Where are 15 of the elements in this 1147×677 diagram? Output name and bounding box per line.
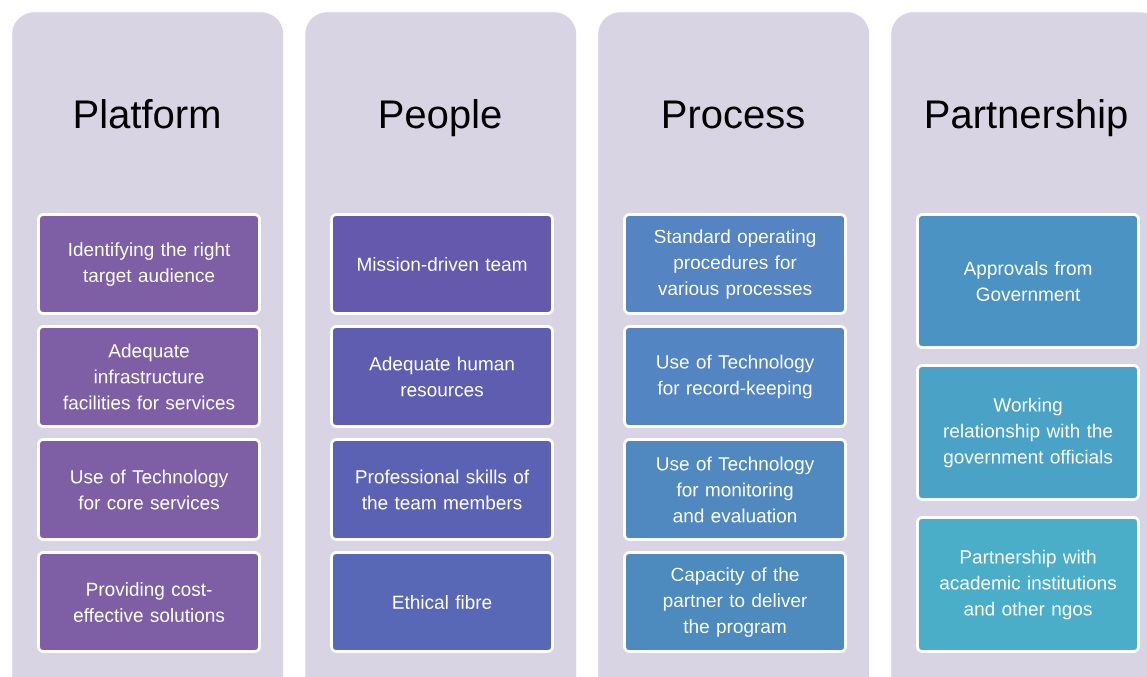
text-box: Standard operating procedures for various processes [623,213,847,315]
text-box: Capacity of the partner to deliver the program [623,551,847,653]
text-box: Providing cost-effective solutions [37,551,261,653]
text-box: Partnership with academic institutions and other ngos [916,516,1140,653]
text-box: Use of Technology for monitoring and evaluation [623,438,847,541]
text-box: Adequate human resources [330,325,554,428]
text-box: Adequate infrastructure facilities for services [37,325,261,428]
text-box: Working relationship with the government officials [916,364,1140,501]
text-box: Use of Technology for core services [37,438,261,541]
text-box: Use of Technology for record-keeping [623,325,847,428]
text-box: Professional skills of the team members [330,438,554,541]
text-box: Ethical fibre [330,551,554,653]
text-box: Identifying the right target audience [37,213,261,315]
text-box: Approvals from Government [916,213,1140,349]
text-box: Mission-driven team [330,213,554,315]
